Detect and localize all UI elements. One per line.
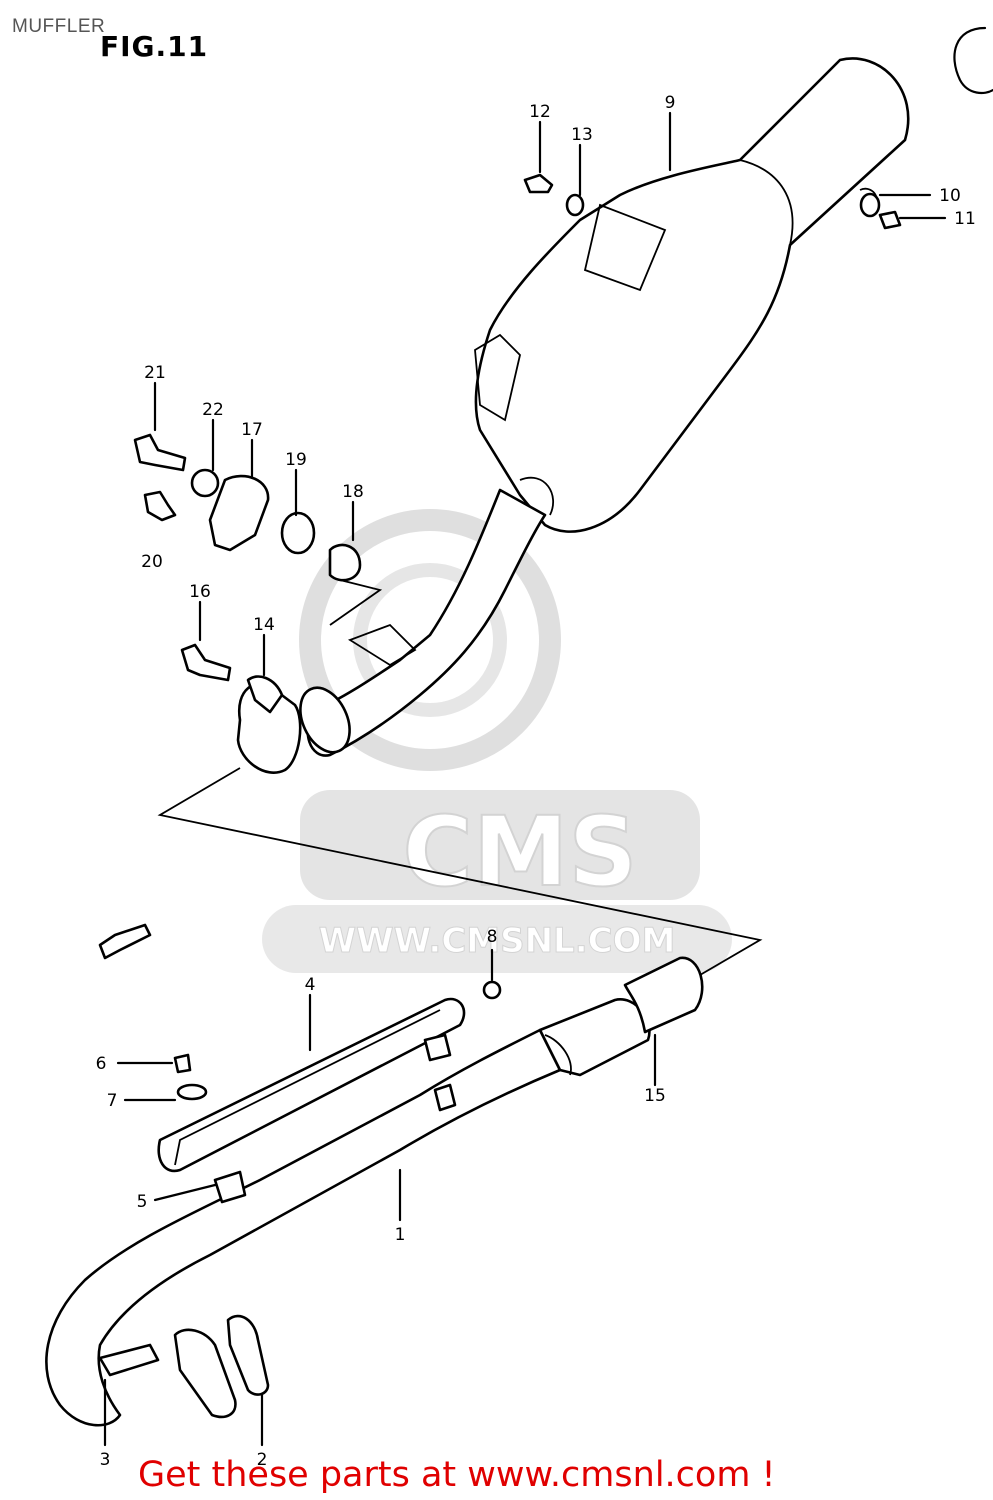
callout-4: 4 [305, 975, 316, 995]
callout-22: 22 [202, 400, 224, 420]
front-arrow-icon [98, 923, 152, 960]
footer-link[interactable]: Get these parts at www.cmsnl.com ! [138, 1455, 776, 1495]
callout-12: 12 [529, 102, 551, 122]
section-title: MUFFLER [12, 16, 106, 37]
corner-fragment [953, 26, 993, 95]
callout-15: 15 [644, 1086, 666, 1106]
watermark-url-plate [262, 905, 732, 973]
header-pipe [45, 956, 704, 1427]
callout-9: 9 [665, 93, 676, 113]
watermark-plate [300, 790, 700, 900]
watermark-url: WWW.CMSNL.COM [319, 921, 676, 961]
watermark-inner-ring [353, 563, 507, 717]
callout-labels: 1 2 3 4 5 6 7 8 9 10 11 12 13 14 15 16 1… [96, 93, 976, 1470]
watermark-ring [299, 509, 561, 771]
callout-21: 21 [144, 363, 166, 383]
callout-6: 6 [96, 1054, 107, 1074]
callout-17: 17 [241, 420, 263, 440]
figure-title: FIG.11 [100, 30, 209, 63]
mounting-hardware [133, 433, 362, 682]
callout-1: 1 [395, 1225, 406, 1245]
callout-7: 7 [107, 1091, 118, 1111]
callout-10: 10 [939, 186, 961, 206]
callout-14: 14 [253, 615, 275, 635]
small-fasteners [173, 173, 902, 1204]
callout-5: 5 [137, 1192, 148, 1212]
exhaust-flange [98, 1314, 270, 1419]
callout-11: 11 [954, 209, 976, 229]
clamp-14 [236, 675, 302, 774]
callout-2: 2 [257, 1450, 268, 1470]
callout-20: 20 [141, 552, 163, 572]
connection-guide-upper [329, 579, 383, 626]
connection-guide-lower [157, 767, 763, 976]
mid-pipe [299, 488, 547, 757]
leader-lines [103, 111, 947, 1447]
watermark-brand: CMS [402, 796, 637, 908]
callout-13: 13 [571, 125, 593, 145]
callout-8: 8 [487, 927, 498, 947]
callout-18: 18 [342, 482, 364, 502]
callout-3: 3 [100, 1450, 111, 1470]
muffler-body [474, 57, 910, 533]
callout-19: 19 [285, 450, 307, 470]
callout-16: 16 [189, 582, 211, 602]
heat-shield [157, 997, 466, 1173]
